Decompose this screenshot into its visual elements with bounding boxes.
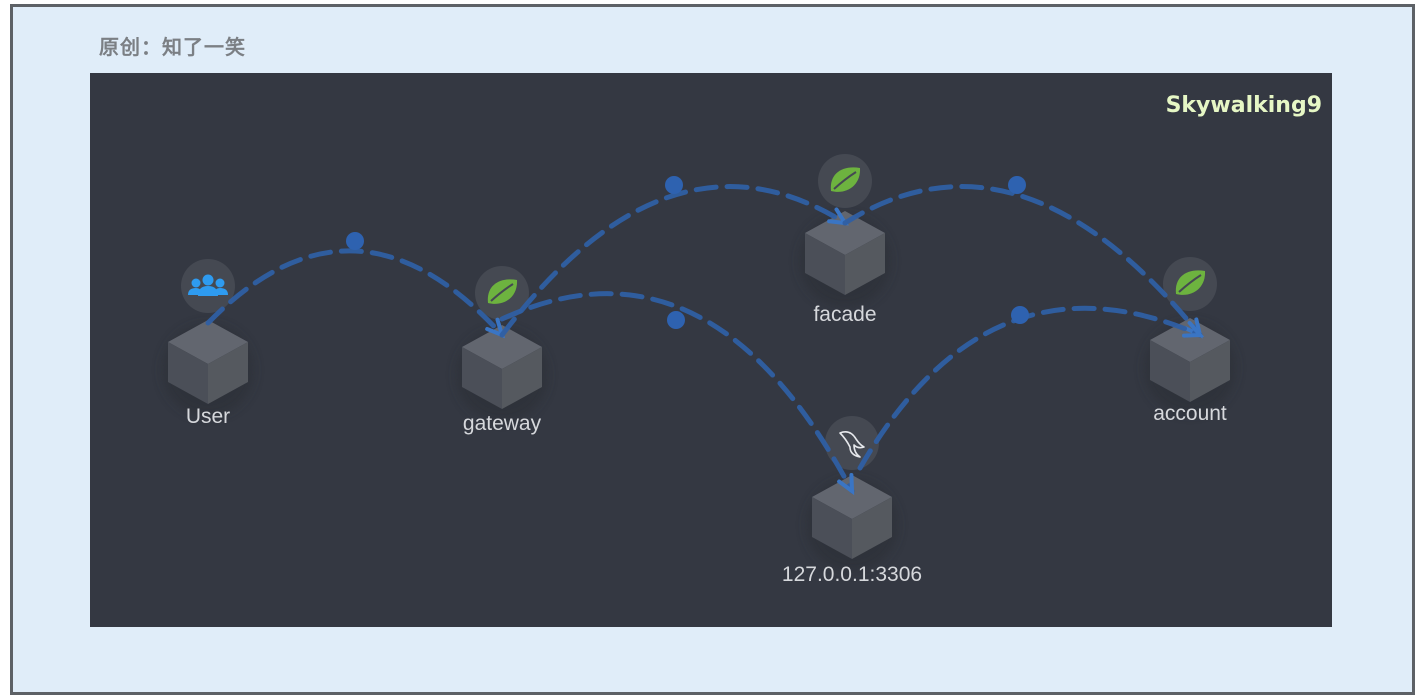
- node-cube-gateway[interactable]: [456, 325, 548, 421]
- node-label-mysql: 127.0.0.1:3306: [782, 563, 922, 586]
- edge-dot-mysql-account: [1011, 306, 1029, 324]
- node-cube-user[interactable]: [162, 320, 254, 416]
- node-cube-facade[interactable]: [799, 211, 891, 307]
- node-layer: User gateway facade account 127.0.0.1:3306: [162, 154, 1236, 586]
- author-caption: 原创：知了一笑: [99, 35, 246, 59]
- edge-mysql-account[interactable]: [857, 305, 1205, 471]
- edge-overlay-layer: [205, 176, 1205, 496]
- edge-dot-user-gateway: [346, 232, 364, 250]
- node-label-facade: facade: [813, 303, 876, 326]
- edge-gateway-facade[interactable]: [499, 176, 849, 338]
- topology-graph: User gateway facade account 127.0.0.1:3306: [162, 154, 1236, 586]
- edge-dot-facade-account: [1008, 176, 1026, 194]
- spring-leaf-icon: [1163, 257, 1217, 311]
- screenshot-frame: 原创：知了一笑 Skywalking9 User gateway facade acc…: [10, 4, 1415, 695]
- edge-dot-gateway-mysql: [667, 311, 685, 329]
- node-label-user: User: [186, 405, 230, 428]
- node-cube-account[interactable]: [1144, 318, 1236, 414]
- spring-leaf-icon: [475, 266, 529, 320]
- node-label-account: account: [1153, 402, 1227, 425]
- spring-leaf-icon: [818, 154, 872, 208]
- edge-gateway-mysql[interactable]: [499, 291, 855, 496]
- node-label-gateway: gateway: [463, 412, 542, 435]
- brand-title: Skywalking9: [1165, 93, 1322, 118]
- edge-dot-gateway-facade: [665, 176, 683, 194]
- topology-panel: Skywalking9 User gateway facade account 127.…: [90, 73, 1332, 627]
- edge-user-gateway[interactable]: [205, 232, 506, 339]
- node-cube-mysql[interactable]: [806, 475, 898, 571]
- users-icon: [181, 259, 235, 313]
